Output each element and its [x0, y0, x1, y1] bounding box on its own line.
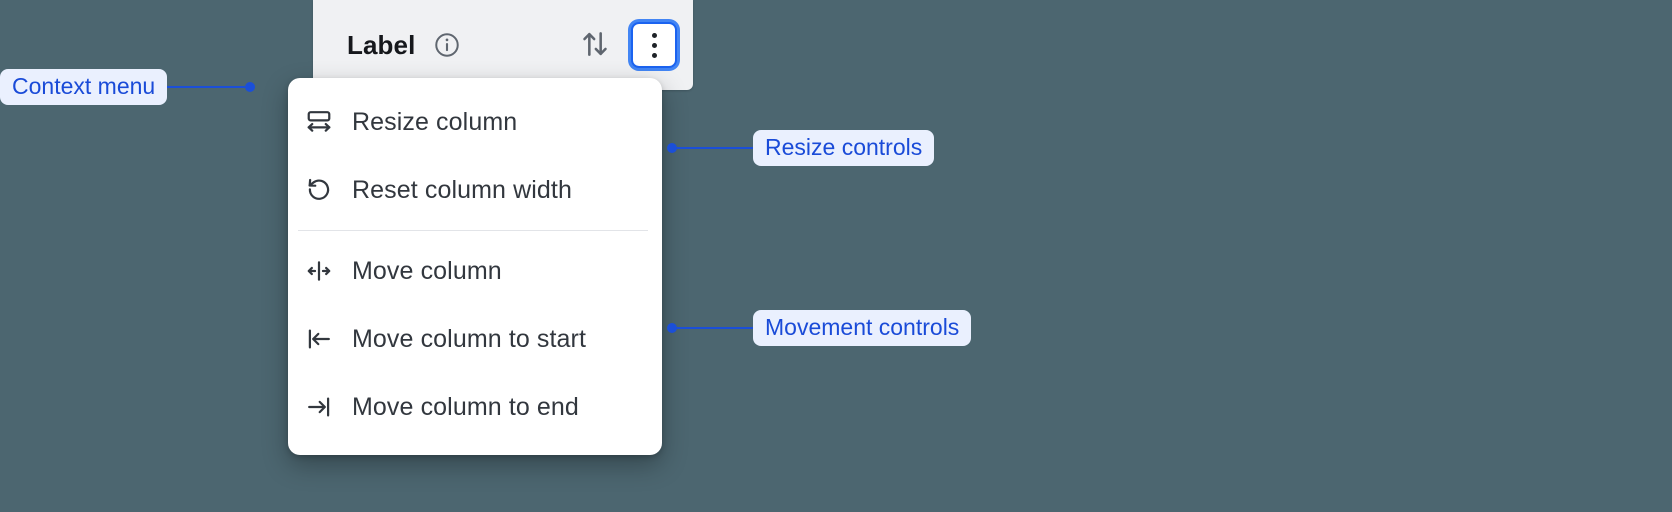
- move-to-start-icon: [302, 324, 336, 354]
- annotation-context-menu: Context menu: [0, 69, 256, 105]
- menu-item-label: Move column to end: [352, 392, 579, 421]
- menu-item-move-column-to-end[interactable]: Move column to end: [288, 373, 662, 441]
- sort-button[interactable]: [575, 25, 615, 65]
- context-menu: Resize column Reset column width: [288, 78, 662, 455]
- move-column-icon: [302, 256, 336, 286]
- menu-item-label: Move column: [352, 256, 502, 285]
- annotation-label: Movement controls: [753, 310, 972, 346]
- menu-item-resize-column[interactable]: Resize column: [288, 88, 662, 156]
- menu-item-move-column[interactable]: Move column: [288, 237, 662, 305]
- column-header-panel: Label: [313, 0, 693, 90]
- annotation-label: Context menu: [0, 69, 168, 105]
- more-vertical-icon-dot: [651, 42, 657, 48]
- menu-item-reset-column-width[interactable]: Reset column width: [288, 156, 662, 224]
- menu-item-label: Reset column width: [352, 175, 572, 204]
- reset-width-icon: [302, 175, 336, 205]
- annotation-anchor-dot: [667, 323, 677, 333]
- more-options-button[interactable]: [631, 22, 677, 68]
- resize-column-icon: [302, 107, 336, 137]
- menu-item-move-column-to-start[interactable]: Move column to start: [288, 305, 662, 373]
- annotation-movement-controls: Movement controls: [667, 310, 972, 346]
- more-vertical-icon-dot: [651, 52, 657, 58]
- more-vertical-icon-dot: [651, 32, 657, 38]
- annotation-anchor-dot: [245, 82, 256, 92]
- sort-up-down-icon: [578, 27, 612, 64]
- annotation-resize-controls: Resize controls: [667, 130, 935, 166]
- menu-divider: [298, 230, 648, 231]
- move-to-end-icon: [302, 392, 336, 422]
- annotation-leader-line: [677, 327, 753, 329]
- annotation-anchor-dot: [667, 143, 677, 153]
- menu-item-label: Move column to start: [352, 324, 587, 353]
- annotation-leader-line: [677, 147, 753, 149]
- info-circle-icon[interactable]: [433, 31, 461, 59]
- menu-item-label: Resize column: [352, 107, 518, 136]
- page-title: Label: [347, 29, 416, 60]
- annotation-leader-line: [167, 86, 246, 88]
- annotation-label: Resize controls: [753, 130, 935, 166]
